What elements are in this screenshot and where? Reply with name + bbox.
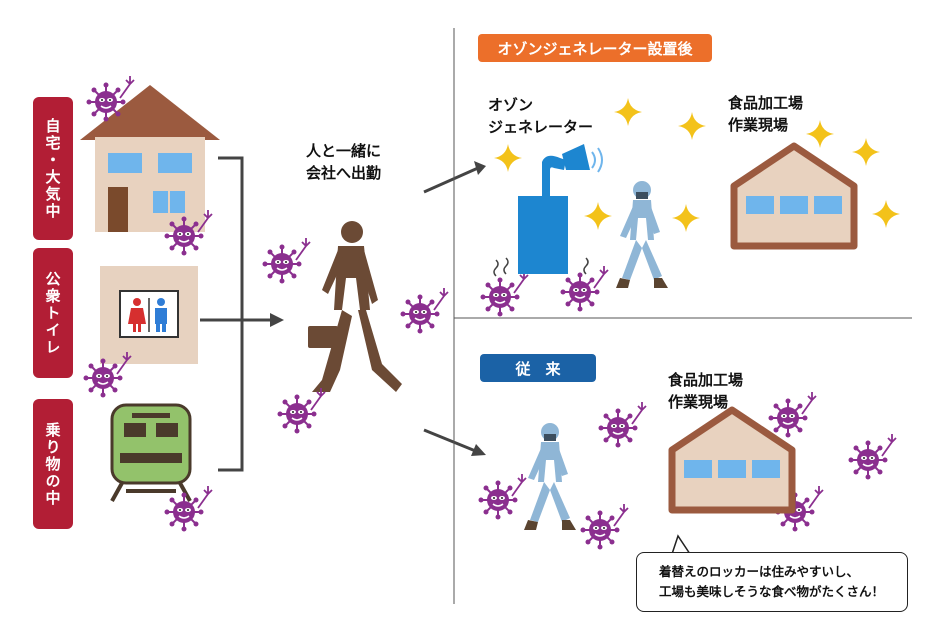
center-label-line1: 人と一緒に: [306, 142, 382, 160]
speech-line1: 着替えのロッカーは住みやすいし、: [659, 564, 860, 579]
speech-line2: 工場も美味しそうな食べ物がたくさん！: [659, 584, 885, 599]
ozone-generator-illustration: [493, 144, 603, 277]
businessman-silhouette: [308, 221, 402, 392]
device-label-line1: オゾン: [488, 96, 534, 114]
center-label: 人と一緒に 会社へ出勤: [306, 140, 381, 184]
before-badge-label: 従 来: [515, 359, 561, 378]
before-factory-label-line1: 食品加工場: [668, 371, 744, 389]
category-label: 公衆トイレ: [43, 270, 62, 356]
device-label: オゾン ジェネレーター: [488, 94, 593, 138]
category-public-toilet: 公衆トイレ: [33, 248, 73, 378]
public-toilet-illustration: [100, 266, 198, 364]
worker-before: [524, 423, 576, 530]
after-factory-label-line2: 作業現場: [728, 116, 789, 134]
before-badge: 従 来: [480, 354, 596, 382]
after-badge-label: オゾンジェネレーター設置後: [497, 39, 693, 58]
before-factory-illustration: [672, 420, 802, 530]
before-factory-label-line2: 作業現場: [668, 393, 729, 411]
before-factory-label: 食品加工場 作業現場: [668, 369, 743, 413]
center-label-line2: 会社へ出勤: [306, 164, 382, 182]
device-label-line2: ジェネレーター: [488, 118, 594, 136]
house-illustration: [80, 85, 220, 232]
after-factory-label-line1: 食品加工場: [728, 94, 804, 112]
category-home-air: 自宅・大気中: [33, 97, 73, 240]
category-vehicle: 乗り物の中: [33, 399, 73, 529]
after-badge: オゾンジェネレーター設置後: [478, 34, 712, 62]
category-label: 自宅・大気中: [43, 117, 62, 220]
category-label: 乗り物の中: [43, 421, 62, 507]
speech-bubble: 着替えのロッカーは住みやすいし、 工場も美味しそうな食べ物がたくさん！: [636, 552, 908, 612]
after-factory-label: 食品加工場 作業現場: [728, 92, 803, 136]
train-illustration: [110, 403, 192, 502]
